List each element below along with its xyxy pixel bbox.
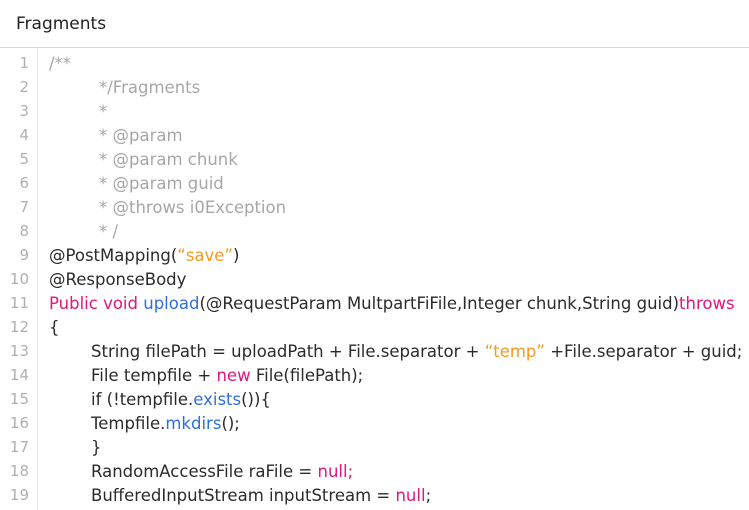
code-line[interactable]: 19 BufferedInputStream inputStream = null…	[0, 483, 749, 507]
code-line[interactable]: 13 String filePath = uploadPath + File.se…	[0, 339, 749, 363]
code-token-plain: ;	[425, 485, 432, 505]
code-token-comment: * /	[99, 221, 119, 241]
code-text: */Fragments	[99, 78, 200, 97]
code-text: * /	[99, 222, 118, 241]
code-token-plain: RandomAccessFile raFile =	[91, 461, 318, 481]
code-text: * @param chunk	[99, 150, 238, 169]
code-line[interactable]: 16 Tempfile.mkdirs();	[0, 411, 749, 435]
code-token-comment: */Fragments	[99, 77, 201, 97]
editor-header: Fragments	[0, 0, 749, 48]
page-title: Fragments	[16, 13, 107, 34]
line-number: 2	[19, 78, 29, 96]
line-number: 4	[19, 126, 29, 144]
code-text: {	[49, 318, 60, 337]
line-number: 1	[19, 54, 29, 72]
code-line[interactable]: 14 File tempfile + new File(filePath);	[0, 363, 749, 387]
code-token-func: upload	[143, 293, 200, 313]
code-token-plain: ();	[221, 413, 240, 433]
code-text: @PostMapping(“save”)	[49, 246, 239, 265]
code-token-plain: @PostMapping(	[49, 245, 178, 265]
code-line[interactable]: 10 @ResponseBody	[0, 267, 749, 291]
code-text: BufferedInputStream inputStream = null;	[91, 486, 431, 505]
code-token-plain: BufferedInputStream inputStream =	[91, 485, 396, 505]
code-line[interactable]: 12 {	[0, 315, 749, 339]
code-token-comment: * @throws i0Exception	[99, 197, 287, 217]
code-token-plain: ()){	[241, 389, 271, 409]
code-line[interactable]: 11 Public void upload(@RequestParam Multp…	[0, 291, 749, 315]
code-line[interactable]: 9 @PostMapping(“save”)	[0, 243, 749, 267]
code-token-string: “save”	[177, 245, 234, 265]
line-number: 12	[9, 318, 29, 336]
code-line[interactable]: 2 */Fragments	[0, 75, 749, 99]
line-number: 11	[9, 294, 29, 312]
line-number: 13	[9, 342, 29, 360]
code-token-plain: (@RequestParam MultpartFiFile,Integer ch…	[199, 293, 680, 313]
code-text: * @throws i0Exception	[99, 198, 286, 217]
code-token-plain: File(filePath);	[250, 365, 364, 385]
code-token-plain: {	[49, 317, 60, 337]
code-text: * @param	[99, 126, 183, 145]
code-token-comment: *	[99, 101, 108, 121]
code-text: }	[91, 438, 102, 457]
code-line[interactable]: 7 * @throws i0Exception	[0, 195, 749, 219]
line-number: 5	[19, 150, 29, 168]
code-token-plain: @ResponseBody	[49, 269, 187, 289]
code-text: *	[99, 102, 107, 121]
code-text: File tempfile + new File(filePath);	[91, 366, 363, 385]
code-text: if (!tempfile.exists()){	[91, 390, 271, 409]
line-number: 17	[9, 438, 29, 456]
line-number-gutter	[0, 48, 38, 510]
code-text: String filePath = uploadPath + File.sepa…	[91, 342, 742, 361]
line-number: 7	[19, 198, 29, 216]
code-token-comment: * @param	[99, 125, 183, 145]
code-token-keyword: throws	[679, 293, 735, 313]
code-token-comment: * @param guid	[99, 173, 224, 193]
code-text: Tempfile.mkdirs();	[91, 414, 240, 433]
code-text: Public void upload(@RequestParam Multpar…	[49, 294, 735, 313]
line-number: 6	[19, 174, 29, 192]
line-number: 9	[19, 246, 29, 264]
code-token-plain: )	[233, 245, 240, 265]
code-line[interactable]: 4 * @param	[0, 123, 749, 147]
code-token-comment: * @param chunk	[99, 149, 238, 169]
code-token-plain: +File.separator + guid;	[544, 341, 743, 361]
code-line[interactable]: 18 RandomAccessFile raFile = null;	[0, 459, 749, 483]
line-number: 19	[9, 486, 29, 504]
code-line[interactable]: 6 * @param guid	[0, 171, 749, 195]
code-token-plain: File tempfile +	[91, 365, 217, 385]
line-number: 14	[9, 366, 29, 384]
code-text: * @param guid	[99, 174, 224, 193]
code-token-keyword: new	[216, 365, 251, 385]
line-number: 18	[9, 462, 29, 480]
code-token-string: “temp”	[484, 341, 545, 361]
code-token-plain: Tempfile.	[91, 413, 166, 433]
line-number: 15	[9, 390, 29, 408]
code-line[interactable]: 8 * /	[0, 219, 749, 243]
code-line[interactable]: 5 * @param chunk	[0, 147, 749, 171]
code-text: RandomAccessFile raFile = null;	[91, 462, 353, 481]
code-line[interactable]: 3*	[0, 99, 749, 123]
code-line[interactable]: 15 if (!tempfile.exists()){	[0, 387, 749, 411]
line-number: 16	[9, 414, 29, 432]
code-line[interactable]: 17}	[0, 435, 749, 459]
code-line[interactable]: 1 /**	[0, 51, 749, 75]
code-token-keyword: null;	[317, 461, 354, 481]
code-text: /**	[49, 54, 71, 73]
code-token-keyword: null	[395, 485, 426, 505]
line-number: 3	[19, 102, 29, 120]
code-token-plain: }	[91, 437, 102, 457]
code-token-keyword: Public void	[49, 293, 144, 313]
code-token-comment: /**	[49, 53, 72, 73]
line-number: 8	[19, 222, 29, 240]
code-token-plain: String filePath = uploadPath + File.sepa…	[91, 341, 485, 361]
code-token-func: mkdirs	[165, 413, 222, 433]
line-number: 10	[9, 270, 29, 288]
code-token-func: exists	[193, 389, 242, 409]
code-text: @ResponseBody	[49, 270, 186, 289]
code-token-plain: if (!tempfile.	[91, 389, 194, 409]
